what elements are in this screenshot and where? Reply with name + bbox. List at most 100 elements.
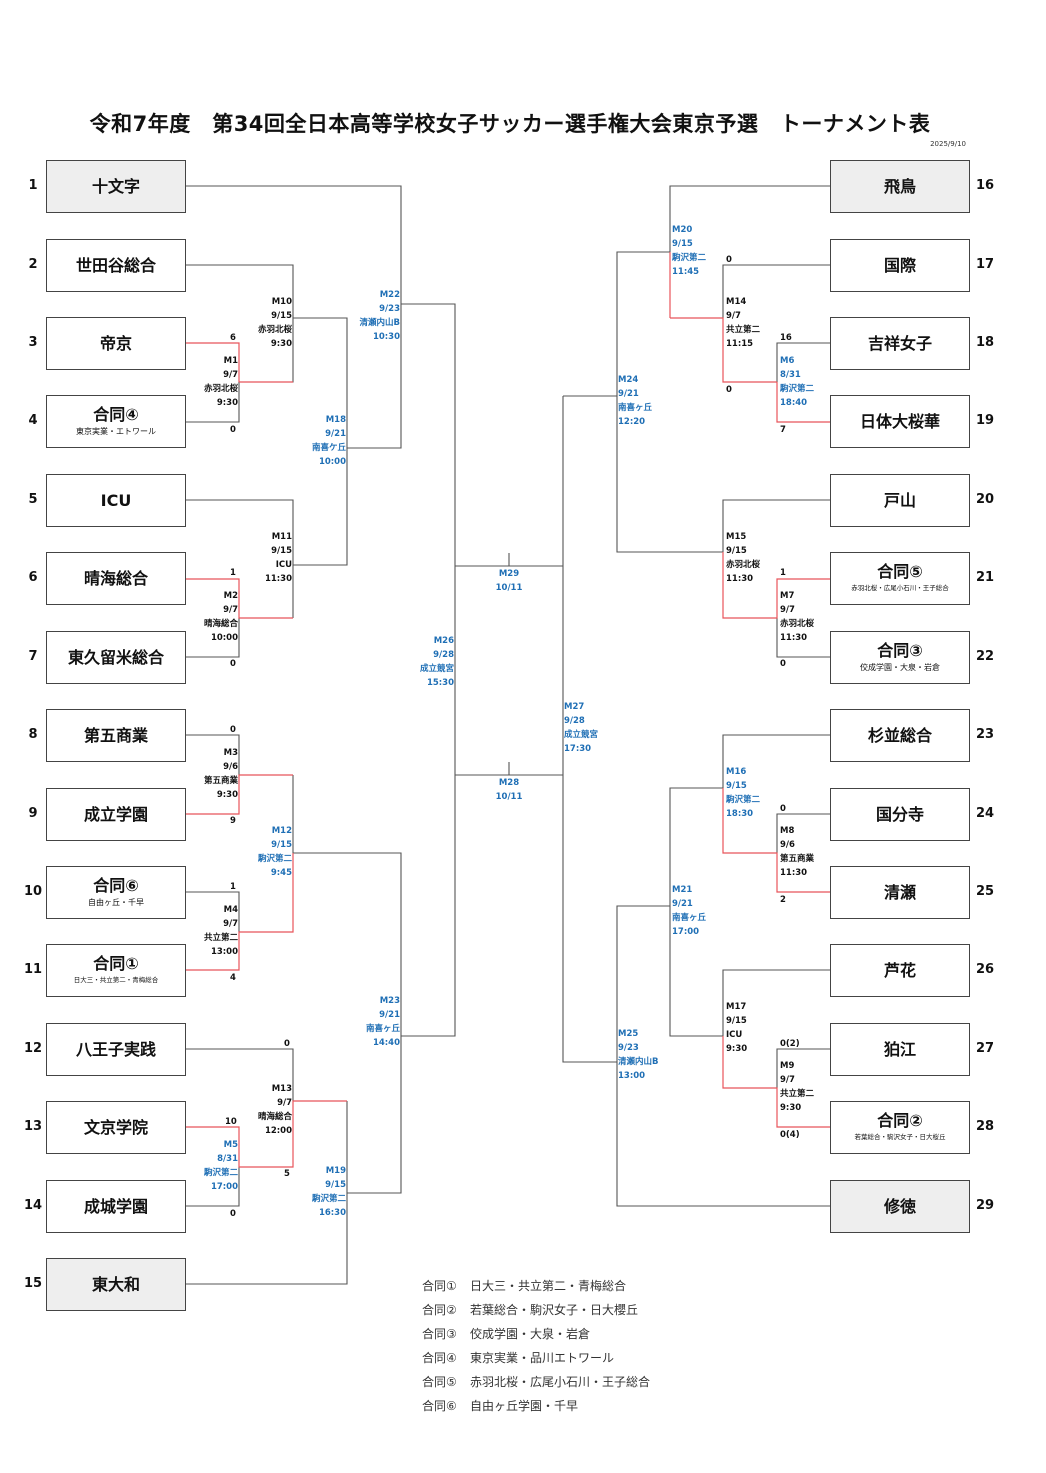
- win-m6: [776, 382, 830, 423]
- score: 2: [780, 895, 786, 905]
- team-box-4: 合同④ 東京実業・エトワール: [46, 395, 186, 448]
- team-box-19: 日体大桜華: [830, 395, 970, 448]
- score: 5: [284, 1169, 290, 1179]
- match-label-line: 9/28: [564, 716, 585, 726]
- match-label-line: M29: [498, 569, 520, 579]
- team-box-24: 国分寺: [830, 788, 970, 841]
- match-label-line: 9/23: [618, 1043, 639, 1053]
- bracket-m8-line-a: [776, 813, 830, 853]
- win-m4: [186, 853, 294, 971]
- match-label-line: 11:45: [672, 267, 700, 277]
- bracket-m23-line: [293, 852, 402, 1194]
- match-label-line: 18:40: [780, 398, 808, 408]
- team-name: 狛江: [883, 1039, 916, 1059]
- team-number: 27: [975, 1041, 995, 1056]
- team-box-3: 帝京: [46, 317, 186, 370]
- score: 1: [230, 882, 236, 892]
- match-label-line: 南喜ケ丘: [311, 443, 346, 453]
- team-number: 25: [975, 884, 995, 899]
- team-name: 十文字: [91, 176, 140, 196]
- team-name: 修徳: [883, 1196, 916, 1216]
- team-box-18: 吉祥女子: [830, 317, 970, 370]
- team-box-5: ICU: [46, 474, 186, 527]
- match-label-line: M13: [271, 1084, 292, 1094]
- bracket-m19-line: [186, 1101, 348, 1285]
- legend-key: 合同④: [422, 1351, 457, 1365]
- team-name: 国分寺: [875, 804, 924, 824]
- match-label-line: ICU: [726, 1030, 743, 1040]
- match-label-line: M1: [223, 356, 238, 366]
- match-label-line: 10:00: [210, 633, 238, 643]
- bracket-m5-line-loser: [186, 1167, 240, 1207]
- team-box-7: 東久留米総合: [46, 631, 186, 684]
- match-label-line: 駒沢第二: [311, 1194, 346, 1204]
- team-number: 5: [28, 492, 38, 507]
- match-label-line: 9/23: [379, 304, 400, 314]
- match-label-line: 南喜ヶ丘: [365, 1024, 400, 1034]
- team-number: 24: [975, 806, 995, 821]
- team-box-16: 飛鳥: [830, 160, 970, 213]
- bracket-m13-line-a: [186, 1048, 294, 1101]
- match-label-line: 10:30: [372, 332, 400, 342]
- match-label-line: 9/28: [433, 650, 454, 660]
- match-label-line: 9/7: [277, 1098, 292, 1108]
- match-label-line: 14:40: [372, 1038, 400, 1048]
- match-label-line: 10/11: [495, 583, 523, 593]
- bracket-m15-line-a: [722, 499, 830, 552]
- score: 0: [230, 425, 236, 435]
- score: 0: [780, 804, 786, 814]
- team-box-25: 清瀬: [830, 866, 970, 919]
- match-label-line: 晴海総合: [203, 619, 238, 629]
- team-box-12: 八王子実践: [46, 1023, 186, 1076]
- win-m9: [722, 1036, 830, 1128]
- score: 4: [230, 973, 236, 983]
- match-label-line: 赤羽北桜: [726, 560, 761, 570]
- team-number: 23: [975, 727, 995, 742]
- legend-value: 日大三・共立第二・青梅総合: [470, 1279, 627, 1293]
- team-box-21: 合同⑤ 赤羽北桜・広尾小石川・王子総合: [830, 552, 970, 605]
- match-label-line: 17:00: [672, 927, 700, 937]
- team-number: 9: [28, 806, 38, 821]
- team-box-14: 成城学園: [46, 1180, 186, 1233]
- team-name: 文京学院: [83, 1117, 148, 1137]
- bracket-m9-line-a: [776, 1048, 830, 1088]
- match-label-line: M4: [223, 905, 238, 915]
- team-name: ICU: [100, 490, 132, 510]
- team-box-9: 成立学園: [46, 788, 186, 841]
- match-label-line: M22: [379, 290, 400, 300]
- legend-key: 合同⑤: [422, 1375, 457, 1389]
- match-label-line: 9:30: [270, 339, 292, 349]
- match-label-line: 9:30: [216, 790, 238, 800]
- bracket-m21-line-b: [669, 906, 723, 1037]
- win-m14b: [670, 317, 777, 383]
- team-box-2: 世田谷総合: [46, 239, 186, 292]
- legend-key: 合同①: [422, 1279, 457, 1293]
- team-number: 16: [975, 178, 995, 193]
- team-name: 国際: [883, 255, 916, 275]
- bracket-m14-line-a: [722, 264, 830, 318]
- score: 1: [780, 568, 786, 578]
- match-label-line: 9/15: [726, 781, 747, 791]
- team-number: 2: [28, 257, 38, 272]
- team-name: 合同③: [877, 641, 923, 660]
- match-label-line: M11: [271, 532, 292, 542]
- match-label-line: 9/15: [271, 840, 292, 850]
- team-name: 芦花: [883, 960, 916, 980]
- match-label-line: M7: [780, 591, 795, 601]
- match-label-line: 9/7: [726, 311, 741, 321]
- match-label-line: 赤羽北桜: [780, 619, 815, 629]
- team-name: 成城学園: [83, 1196, 148, 1216]
- team-box-13: 文京学院: [46, 1101, 186, 1154]
- team-number: 22: [975, 649, 995, 664]
- team-number: 6: [28, 570, 38, 585]
- bracket-m27-line: [562, 396, 617, 1063]
